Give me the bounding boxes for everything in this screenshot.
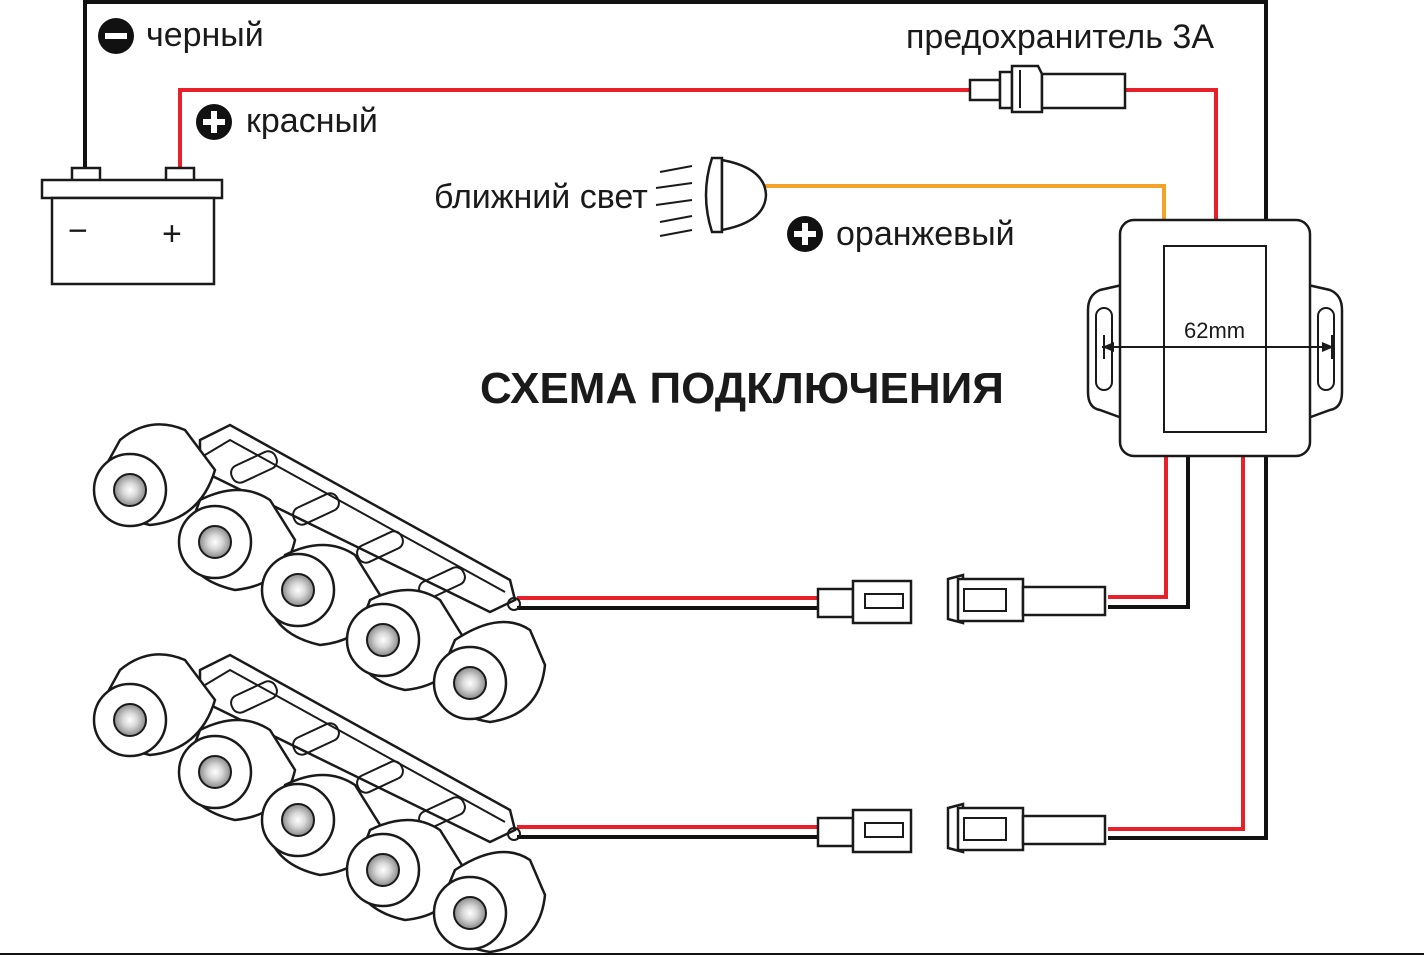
plus-circle-icon [787, 216, 823, 252]
controller-module-icon [1086, 218, 1344, 458]
low-beam-label: ближний свет [434, 178, 648, 216]
red-wire-output-2 [1108, 456, 1245, 831]
connector-male-top [816, 579, 913, 625]
plus-circle-icon [196, 104, 232, 140]
connector-female-bottom [946, 802, 1107, 854]
connector-male-bottom [816, 808, 913, 854]
red-wire-output-1 [1108, 456, 1168, 599]
red-wire-to-module [1125, 88, 1218, 222]
battery-plus-sign: + [162, 215, 182, 253]
red-wire-main [178, 88, 970, 172]
black-wire-main [83, 0, 1268, 840]
orange-wire [765, 184, 1166, 222]
diagram-title: СХЕМА ПОДКЛЮЧЕНИЯ [480, 364, 1004, 413]
fuse-icon [968, 64, 1127, 114]
red-wire-label: красный [246, 102, 378, 140]
orange-wire-label: оранжевый [836, 215, 1015, 253]
connector-female-top [946, 573, 1107, 625]
black-wire-output-1 [1108, 456, 1190, 609]
minus-circle-icon [98, 18, 134, 54]
headlight-icon [655, 156, 768, 237]
module-width-label: 62mm [1184, 318, 1245, 343]
black-wire-label: черный [146, 16, 264, 54]
battery-icon: − + [40, 166, 224, 286]
battery-minus-sign: − [68, 212, 88, 250]
fuse-label: предохранитель 3А [906, 18, 1214, 56]
